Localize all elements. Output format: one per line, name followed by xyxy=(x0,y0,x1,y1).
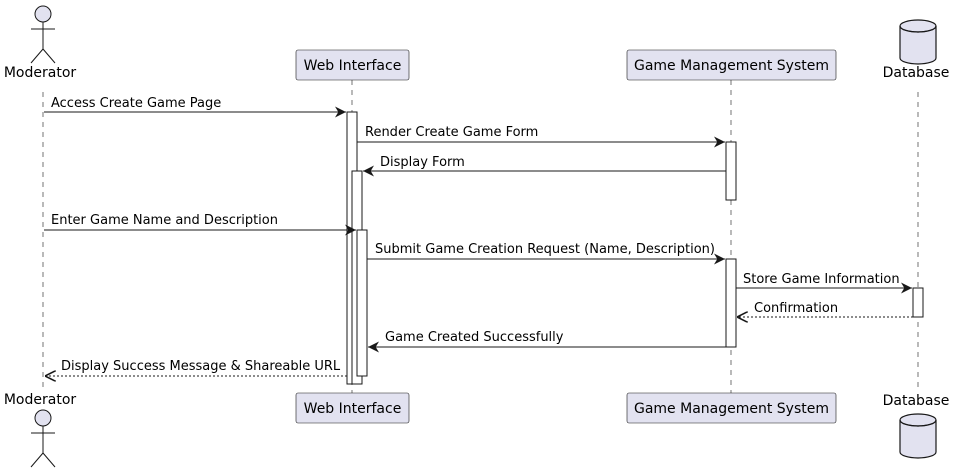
person-icon xyxy=(30,409,56,468)
participant-name: Database xyxy=(883,65,950,81)
database-icon xyxy=(899,19,937,65)
participant-name: Game Management System xyxy=(634,401,829,417)
message-label: Render Create Game Form xyxy=(365,125,538,140)
activation-db-1 xyxy=(912,287,924,318)
participant-name: Web Interface xyxy=(304,58,402,74)
person-icon xyxy=(30,5,56,64)
message-label: Store Game Information xyxy=(743,272,900,287)
database-bottom: Database xyxy=(883,393,950,459)
message-label: Confirmation xyxy=(754,301,838,316)
participants-bottom: Moderator Web Interface Game Management … xyxy=(4,392,950,468)
participant-game-management-system-bottom: Game Management System xyxy=(626,392,837,424)
participant-name: Web Interface xyxy=(304,401,402,417)
message-label: Access Create Game Page xyxy=(51,96,221,111)
participants-top: Moderator Web Interface Game Management … xyxy=(4,5,950,81)
actor-moderator-bottom: Moderator xyxy=(4,392,77,468)
message-label: Display Success Message & Shareable URL xyxy=(61,359,341,374)
actor-moderator-top: Moderator xyxy=(4,5,77,81)
message-label: Display Form xyxy=(380,155,465,170)
activation-web-3 xyxy=(356,229,368,377)
activation-gms-1 xyxy=(725,141,737,201)
messages: Access Create Game Page Render Create Ga… xyxy=(44,96,913,376)
message-label: Submit Game Creation Request (Name, Desc… xyxy=(375,242,715,257)
participant-name: Moderator xyxy=(4,392,77,408)
participant-web-interface-top: Web Interface xyxy=(295,49,410,81)
message-label: Enter Game Name and Description xyxy=(51,213,278,228)
participant-name: Database xyxy=(883,393,950,409)
activation-gms-2 xyxy=(725,258,737,348)
activation-bars xyxy=(346,111,924,385)
database-top: Database xyxy=(883,19,950,81)
message-label: Game Created Successfully xyxy=(385,330,564,345)
database-icon xyxy=(899,413,937,459)
participant-game-management-system-top: Game Management System xyxy=(626,49,837,81)
participant-name: Moderator xyxy=(4,65,77,81)
participant-web-interface-bottom: Web Interface xyxy=(295,392,410,424)
participant-name: Game Management System xyxy=(634,58,829,74)
